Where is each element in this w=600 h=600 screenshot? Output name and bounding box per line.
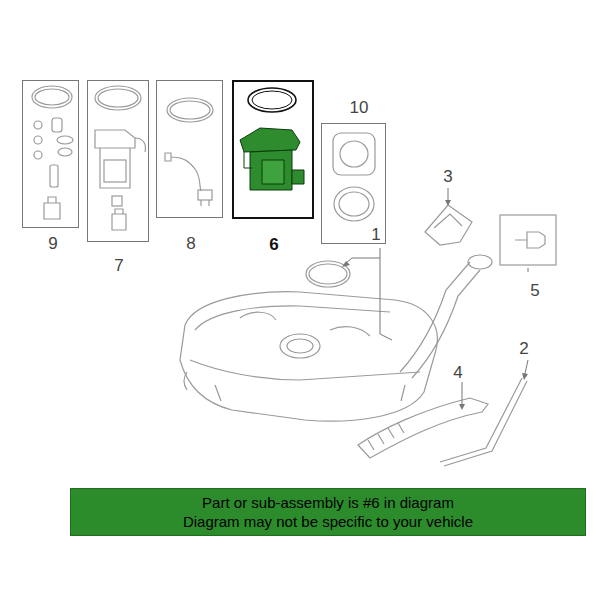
callout-number: 10 — [350, 99, 369, 116]
notice-text: Part or sub-assembly is #6 in diagram — [79, 493, 577, 512]
part-box: 7 — [87, 80, 149, 242]
callout-number: 7 — [114, 257, 123, 274]
notice-banner: Part or sub-assembly is #6 in diagramDia… — [70, 488, 586, 536]
callout-number: 5 — [529, 282, 540, 299]
callout-number: 8 — [186, 235, 195, 252]
part-box: 8 — [156, 80, 223, 218]
callout-number: 1 — [370, 226, 381, 243]
callout-number: 2 — [518, 340, 529, 357]
callout-number: 6 — [269, 236, 278, 253]
callout-number: 9 — [48, 235, 57, 252]
notice-text: Diagram may not be specific to your vehi… — [79, 512, 577, 531]
callout-number: 4 — [452, 364, 463, 381]
part-box: 9 — [22, 80, 79, 228]
highlighted-part-box: 6 — [232, 80, 314, 219]
callout-number: 3 — [442, 168, 453, 185]
